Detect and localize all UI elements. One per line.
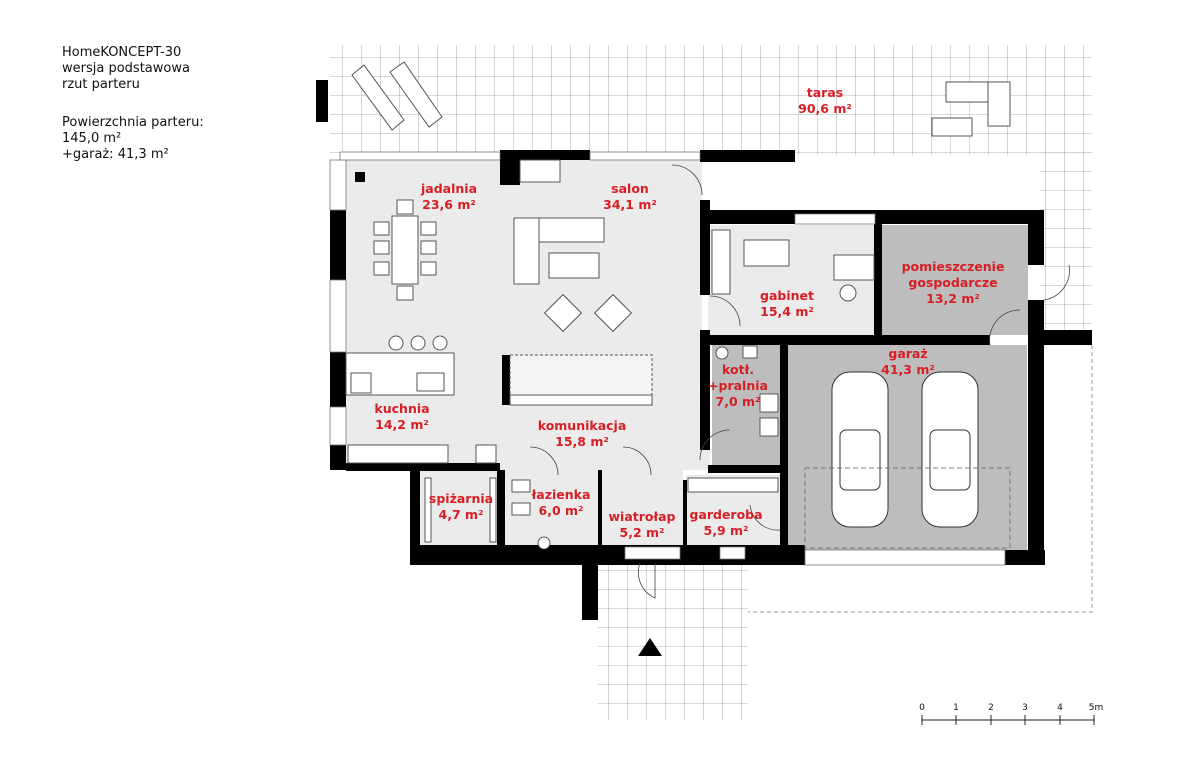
scale-tick-4: 4 (1057, 703, 1063, 713)
entrance-arrow-icon (638, 638, 662, 656)
scale-tick-5: 5m (1088, 703, 1104, 713)
scale-tick-3: 3 (1022, 703, 1028, 713)
windows (329, 151, 1006, 566)
project-name: HomeKONCEPT-30 (62, 45, 182, 60)
furniture (345, 159, 875, 550)
scale-tick-2: 2 (988, 703, 994, 713)
cars (804, 371, 1011, 549)
area-label: Powierzchnia parteru: (62, 115, 204, 130)
scale-tick-0: 0 (919, 703, 925, 713)
variant: wersja podstawowa (62, 61, 190, 76)
garage-area: +garaż: 41,3 m² (62, 147, 169, 162)
doors (529, 164, 1070, 599)
area-summary: Powierzchnia parteru: 145,0 m² +garaż: 4… (62, 115, 204, 163)
plan-header: HomeKONCEPT-30 wersja podstawowa rzut pa… (62, 45, 190, 93)
terrace-furniture (351, 61, 1011, 137)
scale-tick-1: 1 (953, 703, 959, 713)
view-name: rzut parteru (62, 77, 140, 92)
scale-bar (921, 715, 1095, 725)
area-value: 145,0 m² (62, 131, 122, 146)
